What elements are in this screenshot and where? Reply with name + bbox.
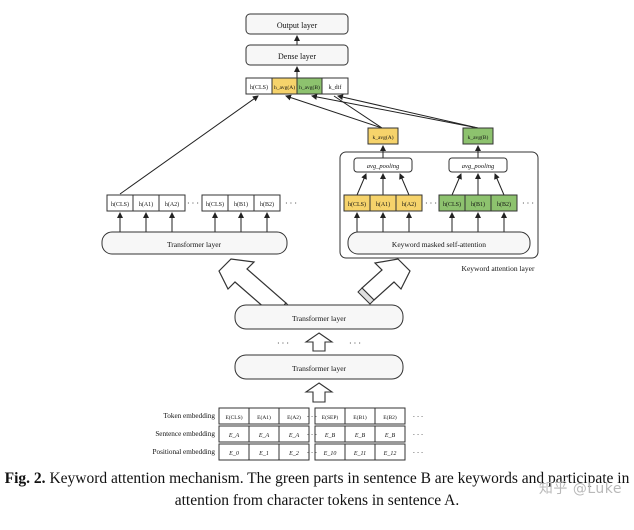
- right-h-a2: [395, 194, 423, 212]
- mid-ellipsis-right: · · ·: [349, 339, 361, 348]
- right-h-b2: [490, 194, 518, 212]
- top-k-dif-label: k_dif: [329, 84, 342, 91]
- avg-pooling-a-label: avg_pooling: [367, 163, 400, 170]
- left-h-a2: [158, 194, 186, 212]
- left-hidden-row: h(CLS) h(A1) h(A2) · · · h(CLS) h(B1) h(…: [106, 194, 297, 212]
- pos-e2: E_2: [288, 451, 299, 457]
- right-hidden-row: h(CLS) h(A1) h(A2) · · · h(CLS) h(B1) h(…: [343, 194, 534, 212]
- right-h-a1-label: h(A1): [376, 201, 390, 208]
- figure-label: Fig. 2.: [4, 470, 46, 487]
- embedding-grid: [218, 407, 406, 461]
- right-h-cls-b-label: h(CLS): [443, 201, 461, 208]
- token-embedding-label: Token embedding: [163, 412, 215, 420]
- kavg-a-box: [367, 127, 399, 145]
- sent-eb-3: E_B: [384, 433, 396, 439]
- left-h-cls-a-label: h(CLS): [111, 201, 129, 208]
- tok-e-a2: E(A2): [287, 414, 301, 421]
- left-ellipsis-end: · · ·: [285, 199, 297, 208]
- right-ellipsis-end: · · ·: [522, 199, 534, 208]
- emb-ellipsis-mid-3: · · ·: [307, 449, 318, 457]
- left-ellipsis: · · ·: [187, 199, 199, 208]
- dense-layer-label: Dense layer: [278, 52, 316, 61]
- transformer-layer-left: [101, 231, 288, 255]
- tok-e-b1: E(B1): [353, 414, 367, 421]
- output-layer-label: Output layer: [277, 21, 318, 30]
- sent-ea-1: E_A: [228, 433, 240, 439]
- sent-ea-2: E_A: [258, 433, 270, 439]
- up-arrow-bottom: [304, 382, 334, 403]
- watermark: 知乎 @Luke: [538, 481, 622, 497]
- positional-embedding-label: Positional embedding: [153, 448, 216, 456]
- output-layer-box: [245, 13, 349, 35]
- right-h-a2-label: h(A2): [402, 201, 416, 208]
- figure-caption: Fig. 2. Keyword attention mechanism. The…: [0, 468, 634, 512]
- emb-ellipsis-mid-1: · · ·: [307, 413, 318, 421]
- sentence-embedding-label: Sentence embedding: [155, 430, 215, 438]
- left-h-b1-label: h(B1): [234, 201, 248, 208]
- big-arrow-right: [357, 258, 411, 305]
- architecture-diagram: Output layer Dense layer h(CLS) h_avg(A)…: [101, 13, 539, 461]
- avg-pooling-b: [448, 157, 508, 173]
- transformer-layer-bottom-label: Transformer layer: [292, 364, 347, 373]
- tok-e-sep: E(SEP): [322, 414, 339, 421]
- pos-e0: E_0: [228, 451, 239, 457]
- left-h-b2-label: h(B2): [260, 201, 274, 208]
- top-h-cls-label: h(CLS): [250, 84, 268, 91]
- left-h-cls-b-label: h(CLS): [206, 201, 224, 208]
- emb-ellipsis-mid-2: · · ·: [307, 431, 318, 439]
- left-h-a1-label: h(A1): [139, 201, 153, 208]
- keyword-masked-box: [347, 231, 531, 255]
- kavg-a-label: k_avg(A): [372, 134, 393, 141]
- keyword-attention-box: [339, 151, 539, 259]
- sent-eb-1: E_B: [324, 433, 336, 439]
- emb-ellipsis-end-1: · · ·: [413, 413, 424, 421]
- left-h-a2-label: h(A2): [165, 201, 179, 208]
- up-arrow-mid: [304, 332, 334, 352]
- avg-pooling-a: [353, 157, 413, 173]
- kavg-b-box: [462, 127, 494, 145]
- kavg-b-label: k_avg(B): [468, 134, 489, 141]
- pos-e10: E_10: [323, 451, 337, 457]
- pos-e12: E_12: [383, 451, 397, 457]
- tok-e-b2: E(B2): [383, 414, 397, 421]
- transformer-layer-left-label: Transformer layer: [167, 240, 222, 249]
- keyword-attention-label: Keyword attention layer: [462, 264, 535, 273]
- top-k-dif: [321, 77, 349, 95]
- figure-caption-text: Keyword attention mechanism. The green p…: [49, 470, 630, 509]
- right-h-b1-label: h(B1): [471, 201, 485, 208]
- emb-ellipsis-end-3: · · ·: [413, 449, 424, 457]
- tok-e-a1: E(A1): [257, 414, 271, 421]
- tok-e-cls: E(CLS): [225, 414, 242, 421]
- left-h-b2: [253, 194, 281, 212]
- mid-ellipsis-left: · · ·: [277, 339, 289, 348]
- top-h-avg-b-label: h_avg(B): [299, 84, 320, 91]
- avg-pooling-b-label: avg_pooling: [462, 163, 495, 170]
- right-h-b2-label: h(B2): [497, 201, 511, 208]
- emb-ellipsis-end-2: · · ·: [413, 431, 424, 439]
- transformer-layer-bottom: [234, 354, 404, 380]
- pos-e11: E_11: [353, 451, 366, 457]
- transformer-layer-mid: [234, 304, 404, 330]
- pos-e1: E_1: [258, 451, 269, 457]
- top-h-avg-a-label: h_avg(A): [274, 84, 295, 91]
- transformer-layer-mid-label: Transformer layer: [292, 314, 347, 323]
- sent-eb-2: E_B: [354, 433, 366, 439]
- sent-ea-3: E_A: [288, 433, 300, 439]
- right-h-cls-a-label: h(CLS): [348, 201, 366, 208]
- dense-layer-box: [245, 44, 349, 66]
- right-ellipsis: · · ·: [425, 199, 437, 208]
- keyword-masked-label: Keyword masked self-attention: [392, 240, 486, 249]
